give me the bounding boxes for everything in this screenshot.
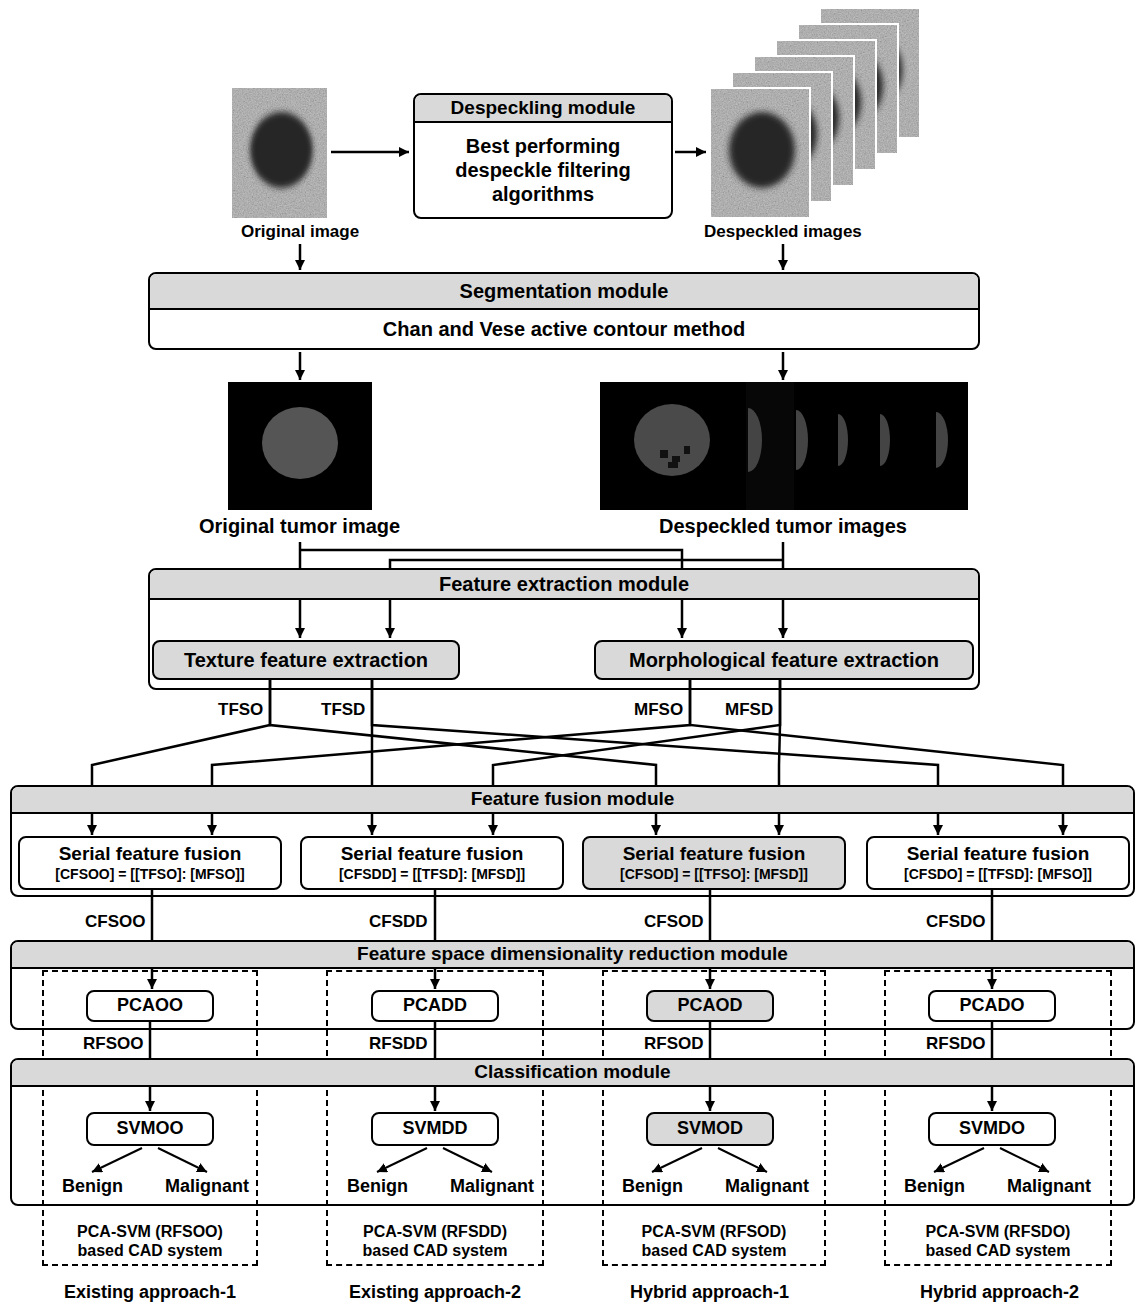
- box-title: Serial feature fusion: [623, 843, 806, 866]
- band-header: Despeckling module: [415, 95, 671, 123]
- pca-box: PCADD: [371, 990, 499, 1022]
- box-title: PCAOD: [677, 995, 742, 1017]
- annotation-label: Despeckled images: [703, 222, 863, 242]
- annotation-label: Hybrid approach-2: [919, 1282, 1080, 1304]
- stacked-image: [710, 88, 810, 218]
- band-header: Feature space dimensionality reduction m…: [12, 942, 1133, 969]
- annotation-label: Malignant: [1006, 1176, 1092, 1198]
- despeckled-image-stack: [710, 8, 920, 218]
- system-caption: PCA-SVM (RFSOO) based CAD system: [61, 1222, 239, 1260]
- process-box: Morphological feature extraction: [594, 640, 974, 680]
- system-caption: PCA-SVM (RFSDO) based CAD system: [909, 1222, 1087, 1260]
- module-title: Feature extraction module: [439, 572, 689, 596]
- module-title: Despeckling module: [451, 97, 636, 120]
- module-band: Feature extraction moduleTexture feature…: [148, 568, 980, 690]
- band-header: Feature fusion module: [12, 787, 1133, 814]
- segmented-tumor-image: [228, 382, 372, 510]
- annotation-label: Benign: [61, 1176, 124, 1198]
- annotation-label: Malignant: [449, 1176, 535, 1198]
- band-header: Classification module: [12, 1060, 1133, 1087]
- annotation-label: TFSD: [320, 700, 366, 720]
- box-title: SVMDD: [402, 1118, 467, 1140]
- fusion-box: Serial feature fusion[CFSDO] = [[TFSD]: …: [866, 836, 1130, 890]
- box-title: Morphological feature extraction: [629, 648, 939, 672]
- module-box: Despeckling moduleBest performing despec…: [413, 93, 673, 219]
- annotation-label: RFSOO: [82, 1034, 144, 1054]
- svm-box: SVMDO: [928, 1112, 1056, 1146]
- box-title: PCADD: [403, 995, 467, 1017]
- annotation-label: Hybrid approach-1: [629, 1282, 790, 1304]
- annotation-label: CFSDO: [925, 912, 987, 932]
- box-formula: [CFSOO] = [[TFSO]: [MFSO]]: [55, 866, 244, 883]
- process-box: Texture feature extraction: [152, 640, 460, 680]
- box-title: PCAOO: [117, 995, 183, 1017]
- box-title: Serial feature fusion: [341, 843, 524, 866]
- annotation-label: Despeckled tumor images: [658, 514, 908, 538]
- pca-box: PCAOD: [646, 990, 774, 1022]
- output-arrows: [92, 1148, 1049, 1172]
- module-title: Feature fusion module: [471, 788, 675, 811]
- annotation-label: Malignant: [724, 1176, 810, 1198]
- annotation-label: CFSOO: [84, 912, 146, 932]
- annotation-label: Existing approach-1: [63, 1282, 237, 1304]
- box-formula: [CFSDD] = [[TFSD]: [MFSD]]: [339, 866, 525, 883]
- caption-slot: PCA-SVM (RFSOO) based CAD system: [44, 1222, 256, 1260]
- annotation-label: Benign: [903, 1176, 966, 1198]
- svm-box: SVMOO: [86, 1112, 214, 1146]
- fusion-box: Serial feature fusion[CFSDD] = [[TFSD]: …: [300, 836, 564, 890]
- annotation-label: RFSDO: [925, 1034, 987, 1054]
- box-title: Texture feature extraction: [184, 648, 428, 672]
- box-title: Serial feature fusion: [907, 843, 1090, 866]
- box-formula: [CFSDO] = [[TFSD]: [MFSO]]: [904, 866, 1092, 883]
- module-band: Segmentation moduleChan and Vese active …: [148, 272, 980, 350]
- system-caption: PCA-SVM (RFSOD) based CAD system: [625, 1222, 803, 1260]
- annotation-label: Original tumor image: [198, 514, 401, 538]
- box-formula: [CFSOD] = [[TFSO]: [MFSD]]: [620, 866, 808, 883]
- pca-box: PCAOO: [86, 990, 214, 1022]
- box-title: Serial feature fusion: [59, 843, 242, 866]
- band-header: Feature extraction module: [150, 570, 978, 600]
- band-body: Chan and Vese active contour method: [150, 310, 978, 348]
- annotation-label: MFSO: [633, 700, 684, 720]
- band-body: Best performing despeckle filtering algo…: [415, 123, 671, 217]
- annotation-label: MFSD: [724, 700, 774, 720]
- caption-slot: PCA-SVM (RFSOD) based CAD system: [604, 1222, 824, 1260]
- caption-slot: PCA-SVM (RFSDO) based CAD system: [886, 1222, 1110, 1260]
- box-title: SVMOO: [116, 1118, 183, 1140]
- annotation-label: CFSDD: [368, 912, 429, 932]
- module-band: Feature fusion moduleSerial feature fusi…: [10, 785, 1135, 897]
- annotation-label: Benign: [621, 1176, 684, 1198]
- annotation-label: RFSOD: [643, 1034, 705, 1054]
- annotation-label: Existing approach-2: [348, 1282, 522, 1304]
- box-title: SVMOD: [677, 1118, 743, 1140]
- annotation-label: CFSOD: [643, 912, 705, 932]
- segmented-tumor-strip: [600, 382, 968, 510]
- ultrasound-image: [232, 88, 327, 218]
- module-title: Classification module: [474, 1061, 670, 1084]
- module-title: Segmentation module: [460, 279, 669, 303]
- annotation-label: Malignant: [164, 1176, 250, 1198]
- module-title: Feature space dimensionality reduction m…: [357, 943, 788, 966]
- annotation-label: RFSDD: [368, 1034, 429, 1054]
- svm-box: SVMOD: [646, 1112, 774, 1146]
- module-method: Chan and Vese active contour method: [383, 317, 745, 341]
- system-caption: PCA-SVM (RFSDD) based CAD system: [346, 1222, 524, 1260]
- band-header: Segmentation module: [150, 274, 978, 310]
- svm-box: SVMDD: [371, 1112, 499, 1146]
- box-title: PCADO: [959, 995, 1024, 1017]
- fusion-box: Serial feature fusion[CFSOO] = [[TFSO]: …: [18, 836, 282, 890]
- annotation-label: Original image: [240, 222, 360, 242]
- box-title: SVMDO: [959, 1118, 1025, 1140]
- pca-box: PCADO: [928, 990, 1056, 1022]
- annotation-label: TFSO: [217, 700, 264, 720]
- caption-slot: PCA-SVM (RFSDD) based CAD system: [328, 1222, 542, 1260]
- module-band: Feature space dimensionality reduction m…: [10, 940, 1135, 1030]
- annotation-label: Benign: [346, 1176, 409, 1198]
- fusion-box: Serial feature fusion[CFSOD] = [[TFSO]: …: [582, 836, 846, 890]
- module-method: Best performing despeckle filtering algo…: [427, 134, 659, 206]
